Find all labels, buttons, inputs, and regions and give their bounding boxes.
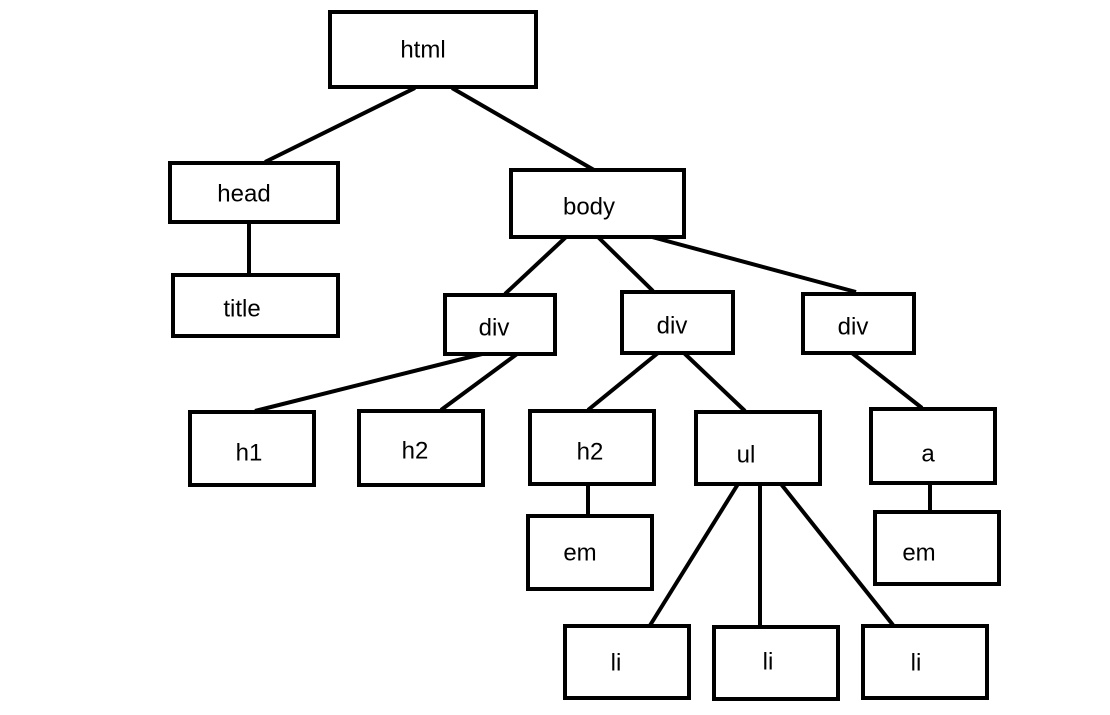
- node-li1: li: [563, 624, 691, 700]
- node-label-body: body: [563, 194, 615, 221]
- node-box-li3: [861, 624, 989, 700]
- node-box-h2b: [528, 409, 656, 486]
- node-box-title: [171, 273, 340, 338]
- node-label-div2: div: [657, 313, 688, 340]
- edge-div2-to-h2b: [586, 351, 660, 412]
- node-head: head: [168, 161, 340, 224]
- node-label-ul: ul: [737, 442, 756, 469]
- node-h1: h1: [188, 410, 316, 487]
- edge-body-to-div1: [503, 235, 568, 296]
- edge-html-to-body: [450, 86, 596, 172]
- node-div1: div: [443, 293, 557, 356]
- node-ul: ul: [694, 410, 822, 486]
- node-box-em1: [526, 514, 654, 591]
- node-label-li3: li: [911, 650, 922, 677]
- node-body: body: [509, 168, 686, 239]
- edge-div1-to-h1: [254, 352, 483, 413]
- node-div2: div: [620, 290, 735, 355]
- node-label-div1: div: [479, 315, 510, 342]
- node-title: title: [171, 273, 340, 338]
- node-html: html: [328, 10, 538, 89]
- node-layer: html head title body div div div h1 h2 h2 ul a em em l…: [168, 10, 1001, 701]
- edge-body-to-div3: [651, 235, 857, 294]
- node-h2b: h2: [528, 409, 656, 486]
- node-label-div3: div: [838, 314, 869, 341]
- node-label-h2a: h2: [402, 438, 429, 465]
- node-box-head: [168, 161, 340, 224]
- node-label-title: title: [223, 296, 260, 323]
- node-label-em2: em: [902, 540, 935, 567]
- node-box-a: [869, 407, 997, 485]
- node-box-div2: [620, 290, 735, 355]
- node-label-h1: h1: [236, 440, 263, 467]
- node-box-h2a: [357, 409, 485, 487]
- edge-div3-to-a: [850, 351, 924, 410]
- edge-html-to-head: [264, 86, 416, 164]
- node-box-li1: [563, 624, 691, 700]
- node-label-li2: li: [763, 649, 774, 676]
- node-box-body: [509, 168, 686, 239]
- node-em2: em: [873, 510, 1001, 586]
- node-box-li2: [712, 625, 840, 701]
- node-label-html: html: [400, 37, 445, 64]
- node-label-head: head: [217, 181, 270, 208]
- edge-div2-to-ul: [682, 351, 747, 413]
- edge-body-to-div2: [596, 235, 655, 293]
- node-em1: em: [526, 514, 654, 591]
- node-box-h1: [188, 410, 316, 487]
- edge-ul-to-li1: [647, 482, 740, 629]
- node-a: a: [869, 407, 997, 485]
- edge-div1-to-h2a: [439, 352, 519, 412]
- node-li2: li: [712, 625, 840, 701]
- edge-layer: [247, 86, 932, 633]
- node-h2a: h2: [357, 409, 485, 487]
- node-label-em1: em: [563, 540, 596, 567]
- node-div3: div: [801, 292, 916, 355]
- node-box-ul: [694, 410, 822, 486]
- node-box-div3: [801, 292, 916, 355]
- node-label-h2b: h2: [577, 439, 604, 466]
- node-li3: li: [861, 624, 989, 700]
- node-label-a: a: [921, 441, 935, 468]
- edge-ul-to-li3: [779, 482, 895, 627]
- node-label-li1: li: [611, 650, 622, 677]
- node-box-em2: [873, 510, 1001, 586]
- node-box-html: [328, 10, 538, 89]
- node-box-div1: [443, 293, 557, 356]
